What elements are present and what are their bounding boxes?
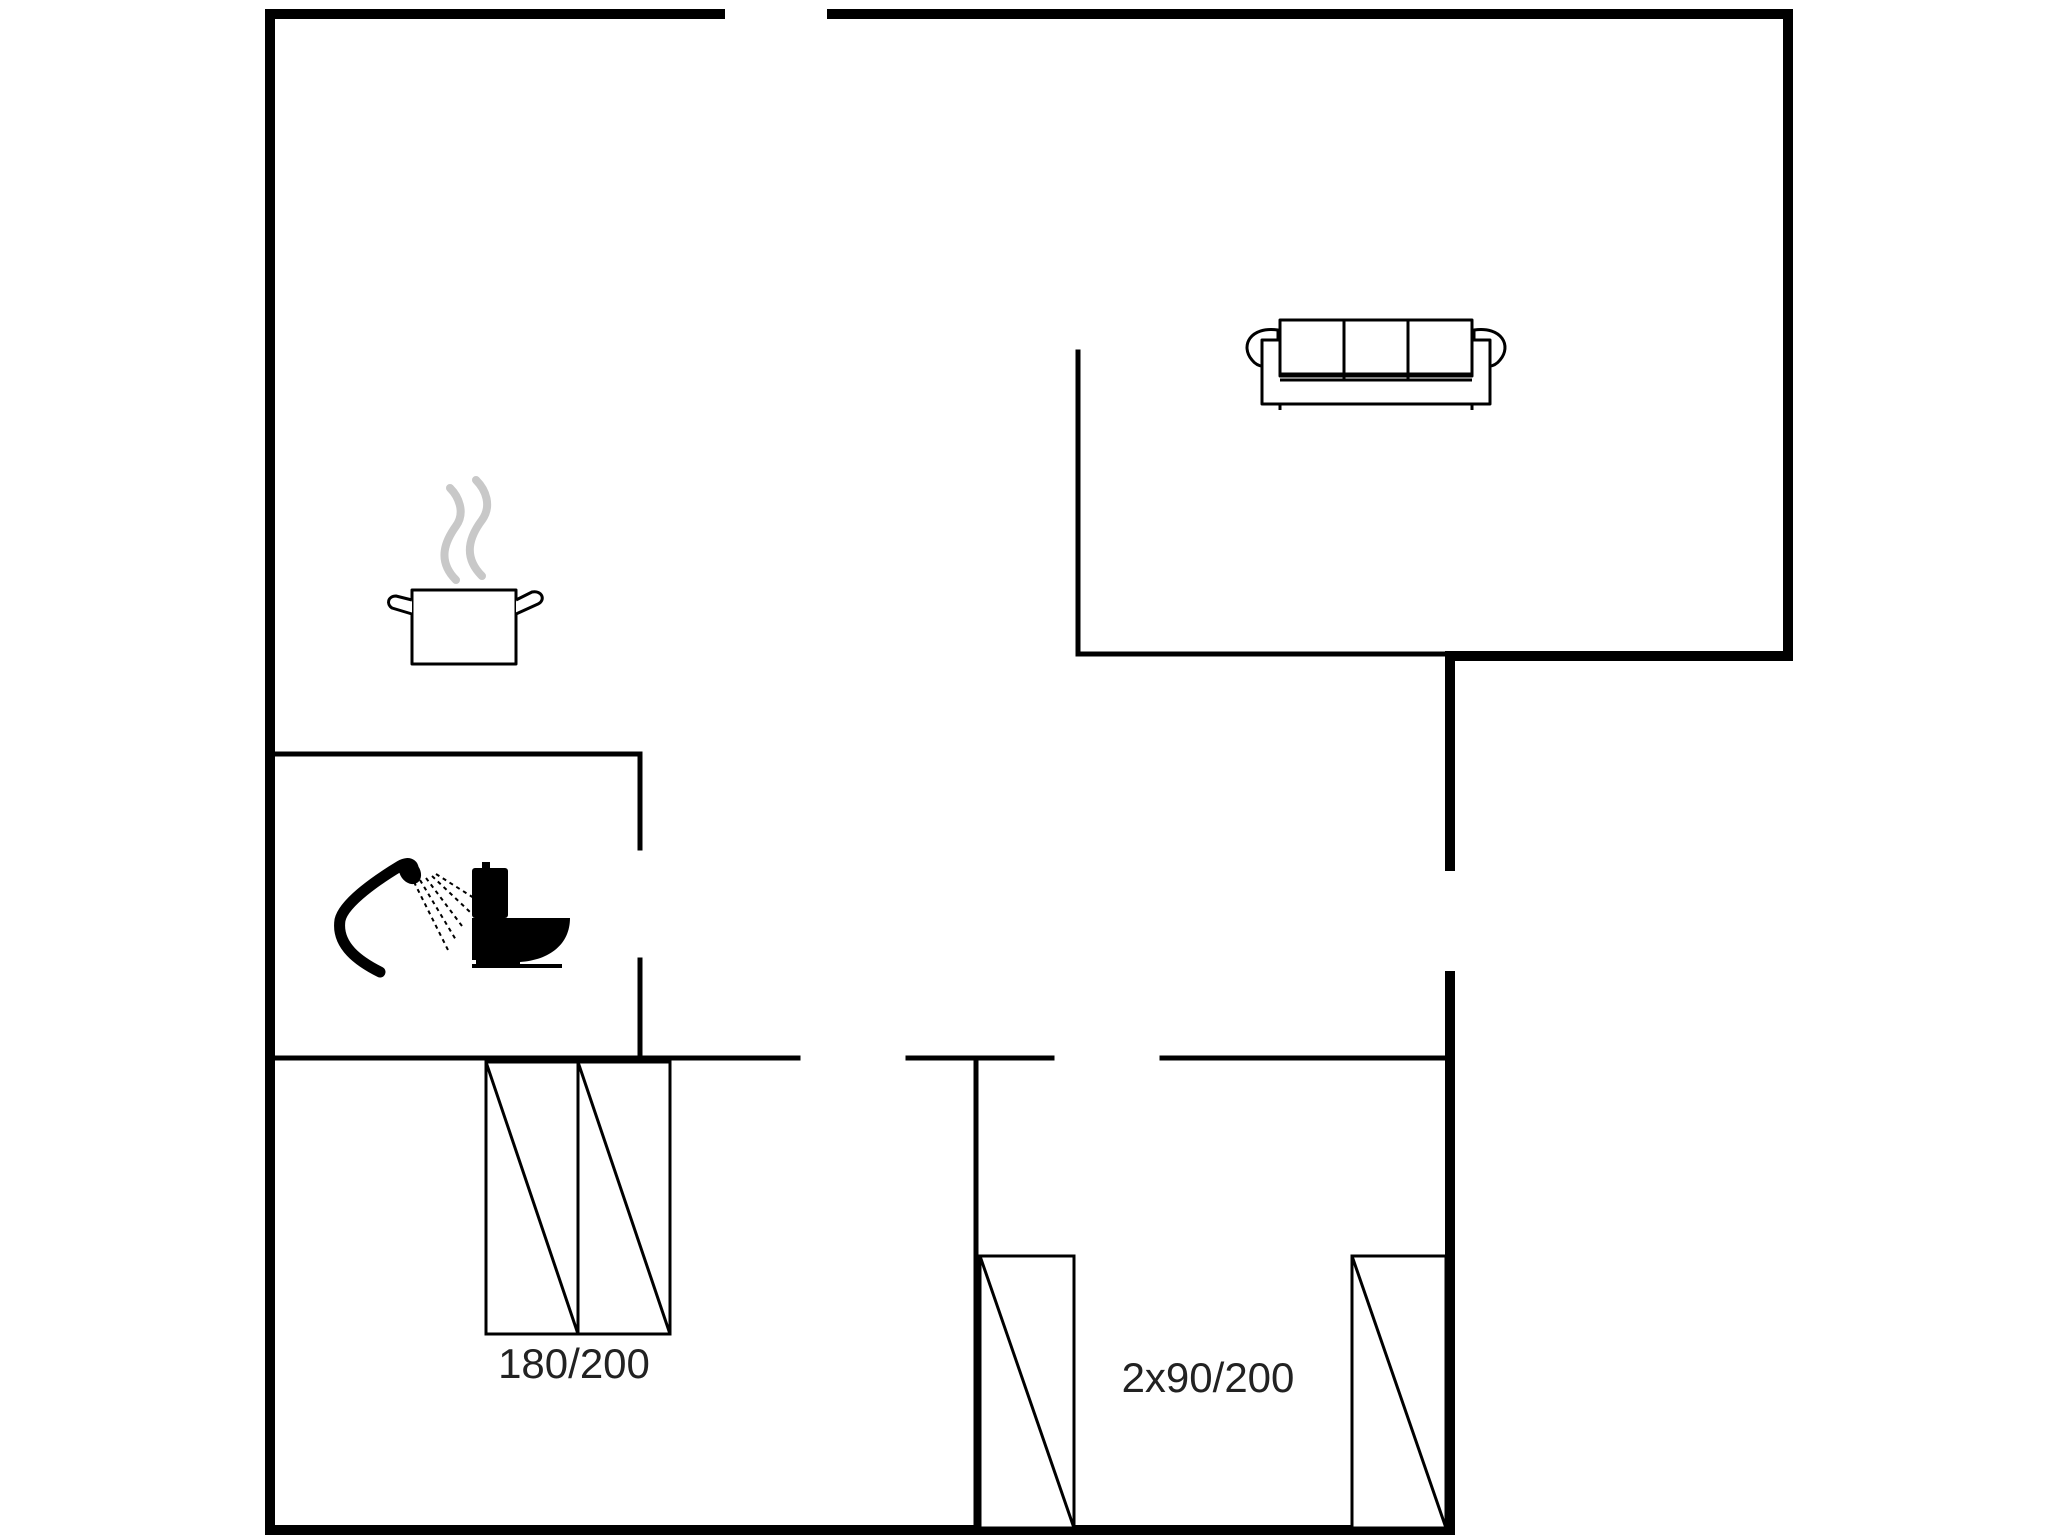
toilet-icon — [472, 862, 570, 968]
double-bed — [484, 1060, 672, 1336]
cooking-pot-icon — [387, 476, 544, 666]
twin-beds-label: 2x90/200 — [1122, 1354, 1295, 1401]
outer-walls — [265, 9, 1793, 1535]
twin-bed-right — [1350, 1254, 1448, 1530]
double-bed-label: 180/200 — [498, 1340, 650, 1387]
interior-walls — [269, 349, 1453, 1531]
shower-head-icon — [334, 858, 475, 978]
sofa-icon — [1245, 318, 1507, 410]
twin-bed-left — [978, 1254, 1076, 1530]
